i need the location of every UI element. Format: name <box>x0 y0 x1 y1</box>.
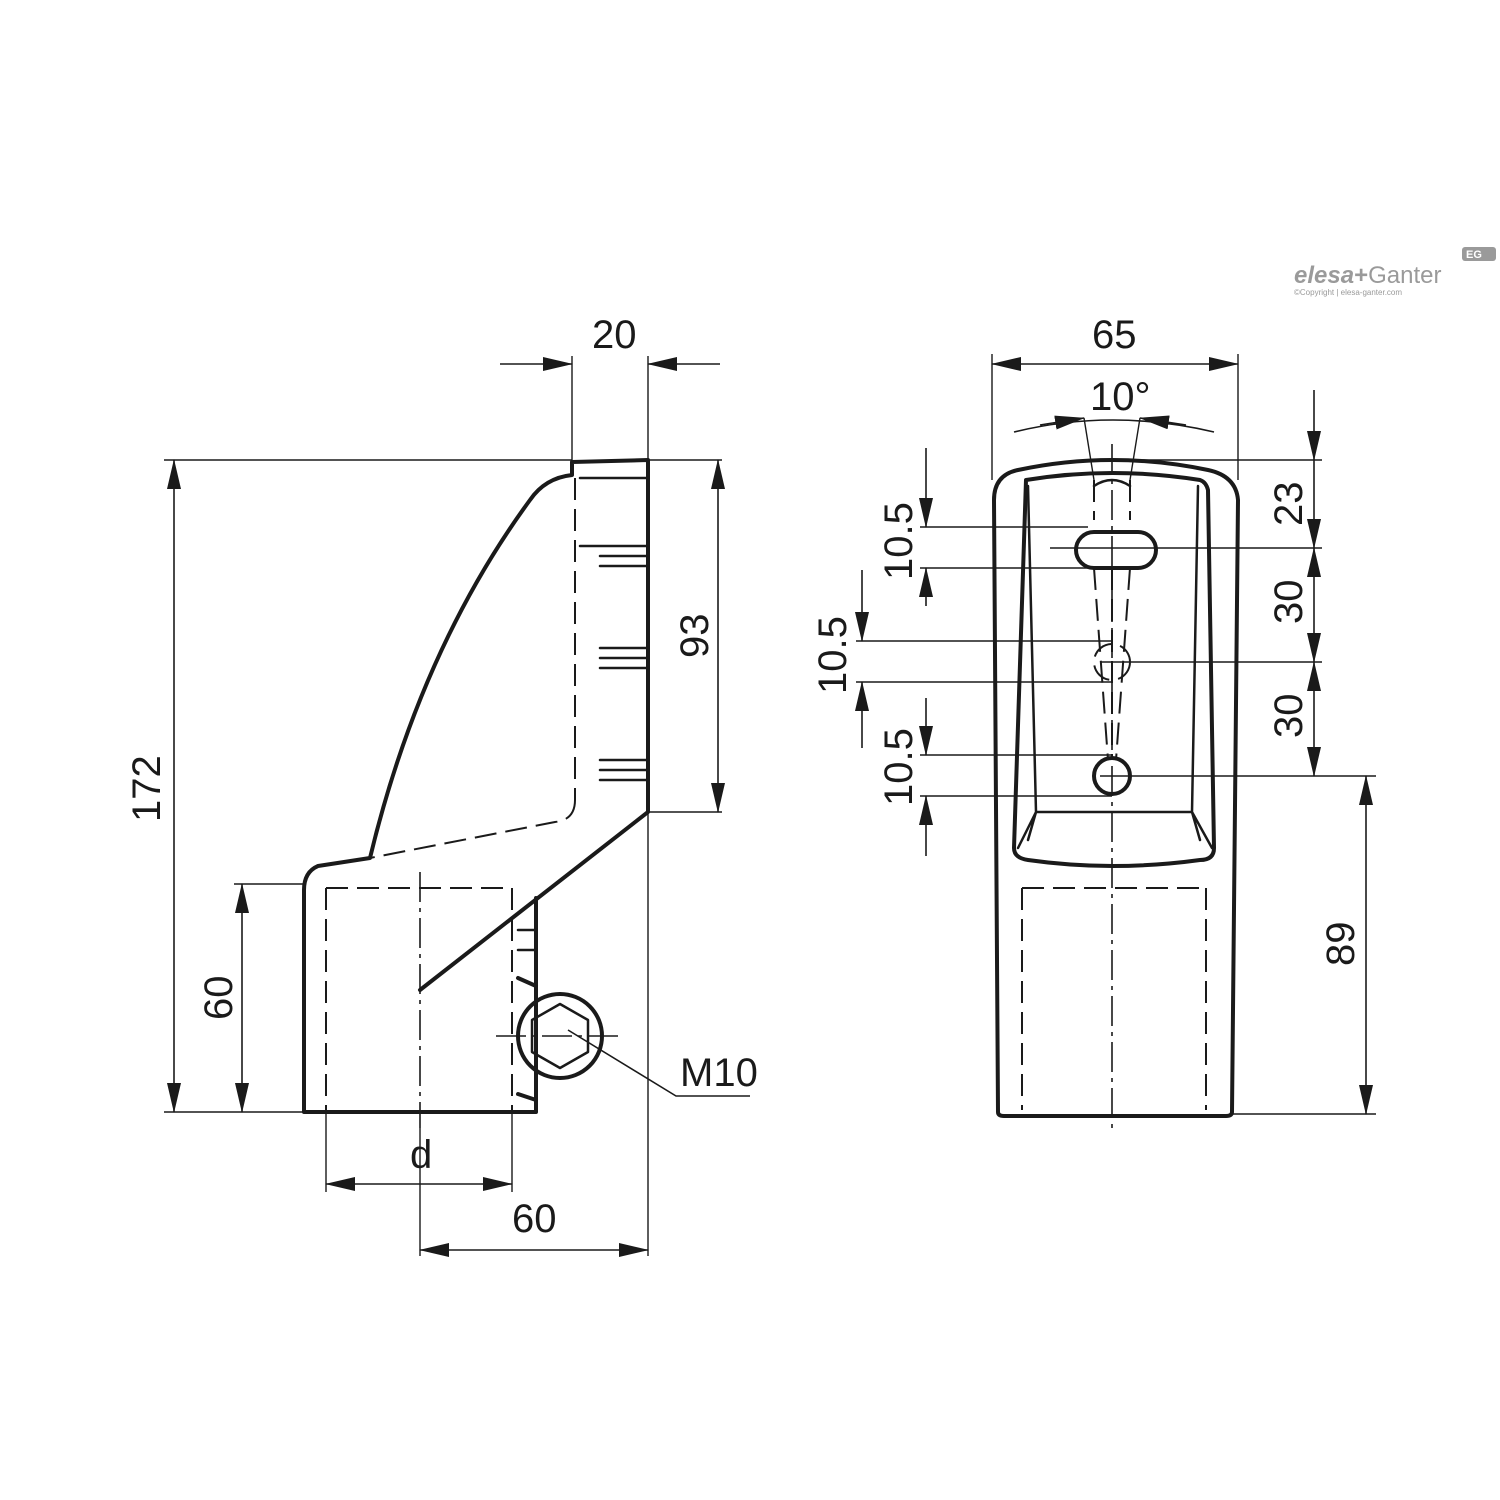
label-93: 93 <box>673 614 717 659</box>
collar-lines <box>578 476 648 782</box>
logo-copyright: ©Copyright | elesa-ganter.com <box>1294 288 1402 297</box>
recess-bevel <box>1016 484 1214 850</box>
label-60-vertical: 60 <box>197 976 241 1021</box>
dim-10-arrow-left <box>1039 415 1085 430</box>
label-10-5-top: 10.5 <box>877 502 921 580</box>
side-view-extension-lines <box>164 356 722 1256</box>
label-m10: M10 <box>680 1051 758 1095</box>
front-view-recess <box>1012 471 1216 868</box>
label-23: 23 <box>1267 482 1311 527</box>
label-10-degree: 10° <box>1090 375 1151 419</box>
front-view-outline <box>992 458 1240 1118</box>
elesa-ganter-logo: elesa+Ganter EG ©Copyright | elesa-gante… <box>1294 247 1496 297</box>
label-30-b: 30 <box>1267 694 1311 739</box>
label-10-5-bottom: 10.5 <box>877 728 921 806</box>
logo-badge-text: EG <box>1466 249 1482 261</box>
side-view-hidden-lines <box>325 478 576 1110</box>
dim-10-degree-arc <box>1013 419 1215 433</box>
label-10-5-mid: 10.5 <box>811 616 855 694</box>
front-view: 65 10° 10.5 10.5 10.5 23 30 30 89 <box>811 313 1376 1130</box>
slot-top <box>1074 530 1158 570</box>
front-view-hidden-bore <box>1021 887 1207 1110</box>
logo-brand-left: elesa <box>1294 262 1354 289</box>
hex-socket-icon <box>530 1002 590 1070</box>
label-89: 89 <box>1319 922 1363 967</box>
logo-brand-right: Ganter <box>1368 262 1441 289</box>
side-view: M10 20 93 172 60 d 60 <box>125 313 758 1257</box>
label-65: 65 <box>1092 313 1137 357</box>
m10-leader <box>567 1029 750 1097</box>
logo-badge-icon <box>1462 247 1496 261</box>
svg-text:elesa+Ganter: elesa+Ganter <box>1294 262 1441 289</box>
front-view-extension-lines <box>856 354 1376 1115</box>
label-d: d <box>410 1133 432 1177</box>
label-30-a: 30 <box>1267 580 1311 625</box>
screw-boss <box>516 976 538 1102</box>
boss-ticks <box>516 928 538 952</box>
logo-brand-sep: + <box>1354 262 1368 289</box>
label-172: 172 <box>125 755 169 822</box>
label-60-horizontal: 60 <box>512 1197 557 1241</box>
label-20: 20 <box>592 313 637 357</box>
dim-10-arrow-right <box>1139 415 1187 430</box>
